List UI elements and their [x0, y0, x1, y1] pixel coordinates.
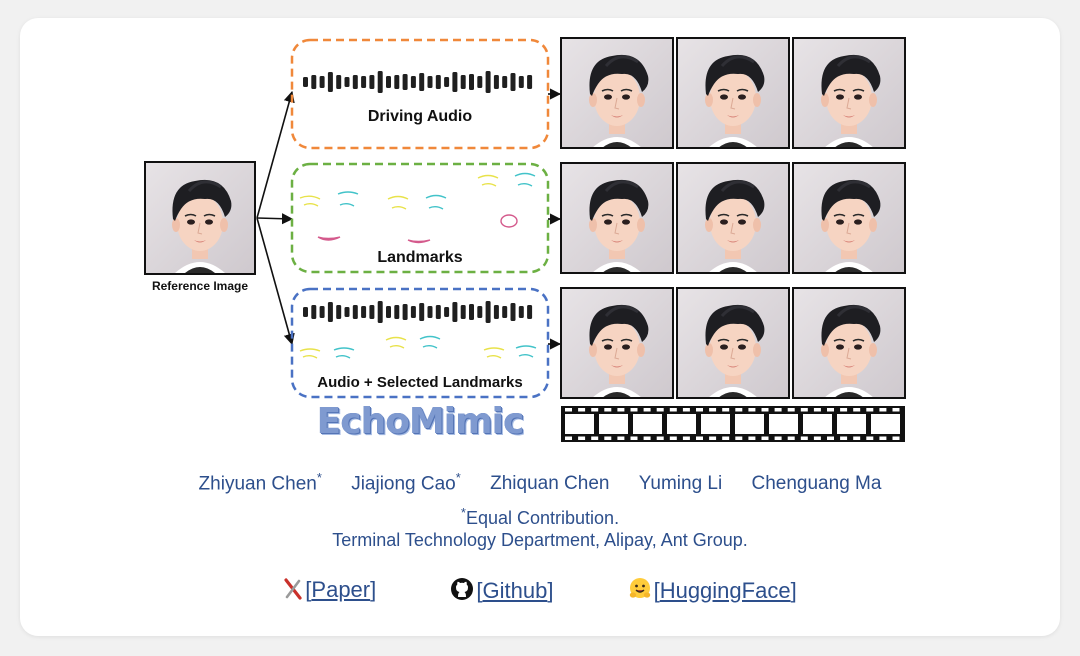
reference-image	[144, 161, 256, 275]
audio-waveform-icon	[303, 71, 533, 93]
audio-landmarks-label: Audio + Selected Landmarks	[317, 374, 523, 391]
reference-image-label: Reference Image	[151, 279, 249, 293]
landmarks-label: Landmarks	[377, 249, 463, 266]
film-strip-icon	[561, 406, 905, 442]
paper-link[interactable]: [Paper]	[283, 577, 376, 603]
author: Zhiquan Chen	[490, 473, 610, 495]
github-link[interactable]: [Github]	[450, 577, 553, 604]
output-frame	[676, 162, 790, 274]
selected-landmarks-icon	[299, 335, 537, 359]
echomimic-logo: EchoMimic	[316, 401, 525, 442]
audio-waveform-icon	[303, 301, 533, 323]
branch-arrows	[256, 90, 295, 346]
driving-audio-box	[290, 38, 550, 150]
github-icon	[451, 577, 474, 600]
link-bar: [Paper] [Github] [HuggingFace]	[0, 576, 1080, 604]
huggingface-icon	[629, 577, 650, 598]
output-frame	[792, 162, 906, 274]
author: Jiajiong Cao*	[351, 470, 461, 495]
output-frame	[560, 287, 674, 399]
author: Yuming Li	[638, 473, 723, 495]
output-frame	[792, 37, 906, 149]
author-list: Zhiyuan Chen* Jiajiong Cao* Zhiquan Chen…	[0, 470, 1080, 495]
author: Zhiyuan Chen*	[198, 470, 322, 495]
method-figure	[144, 37, 906, 442]
audio-landmarks-box	[290, 287, 550, 399]
output-frame	[560, 37, 674, 149]
driving-audio-label: Driving Audio	[367, 108, 473, 125]
arxiv-icon	[284, 578, 302, 600]
facial-landmarks-icon	[299, 172, 536, 244]
output-frame	[792, 287, 906, 399]
equal-contribution-note: *Equal Contribution.	[460, 505, 620, 528]
generated-frames	[560, 37, 906, 399]
output-frame	[676, 287, 790, 399]
huggingface-link[interactable]: [HuggingFace]	[628, 577, 797, 604]
output-frame	[560, 162, 674, 274]
author: Chenguang Ma	[751, 473, 882, 495]
output-frame	[676, 37, 790, 149]
landmarks-box	[290, 162, 550, 274]
affiliation: Terminal Technology Department, Alipay, …	[332, 530, 748, 550]
output-arrows	[548, 88, 562, 350]
